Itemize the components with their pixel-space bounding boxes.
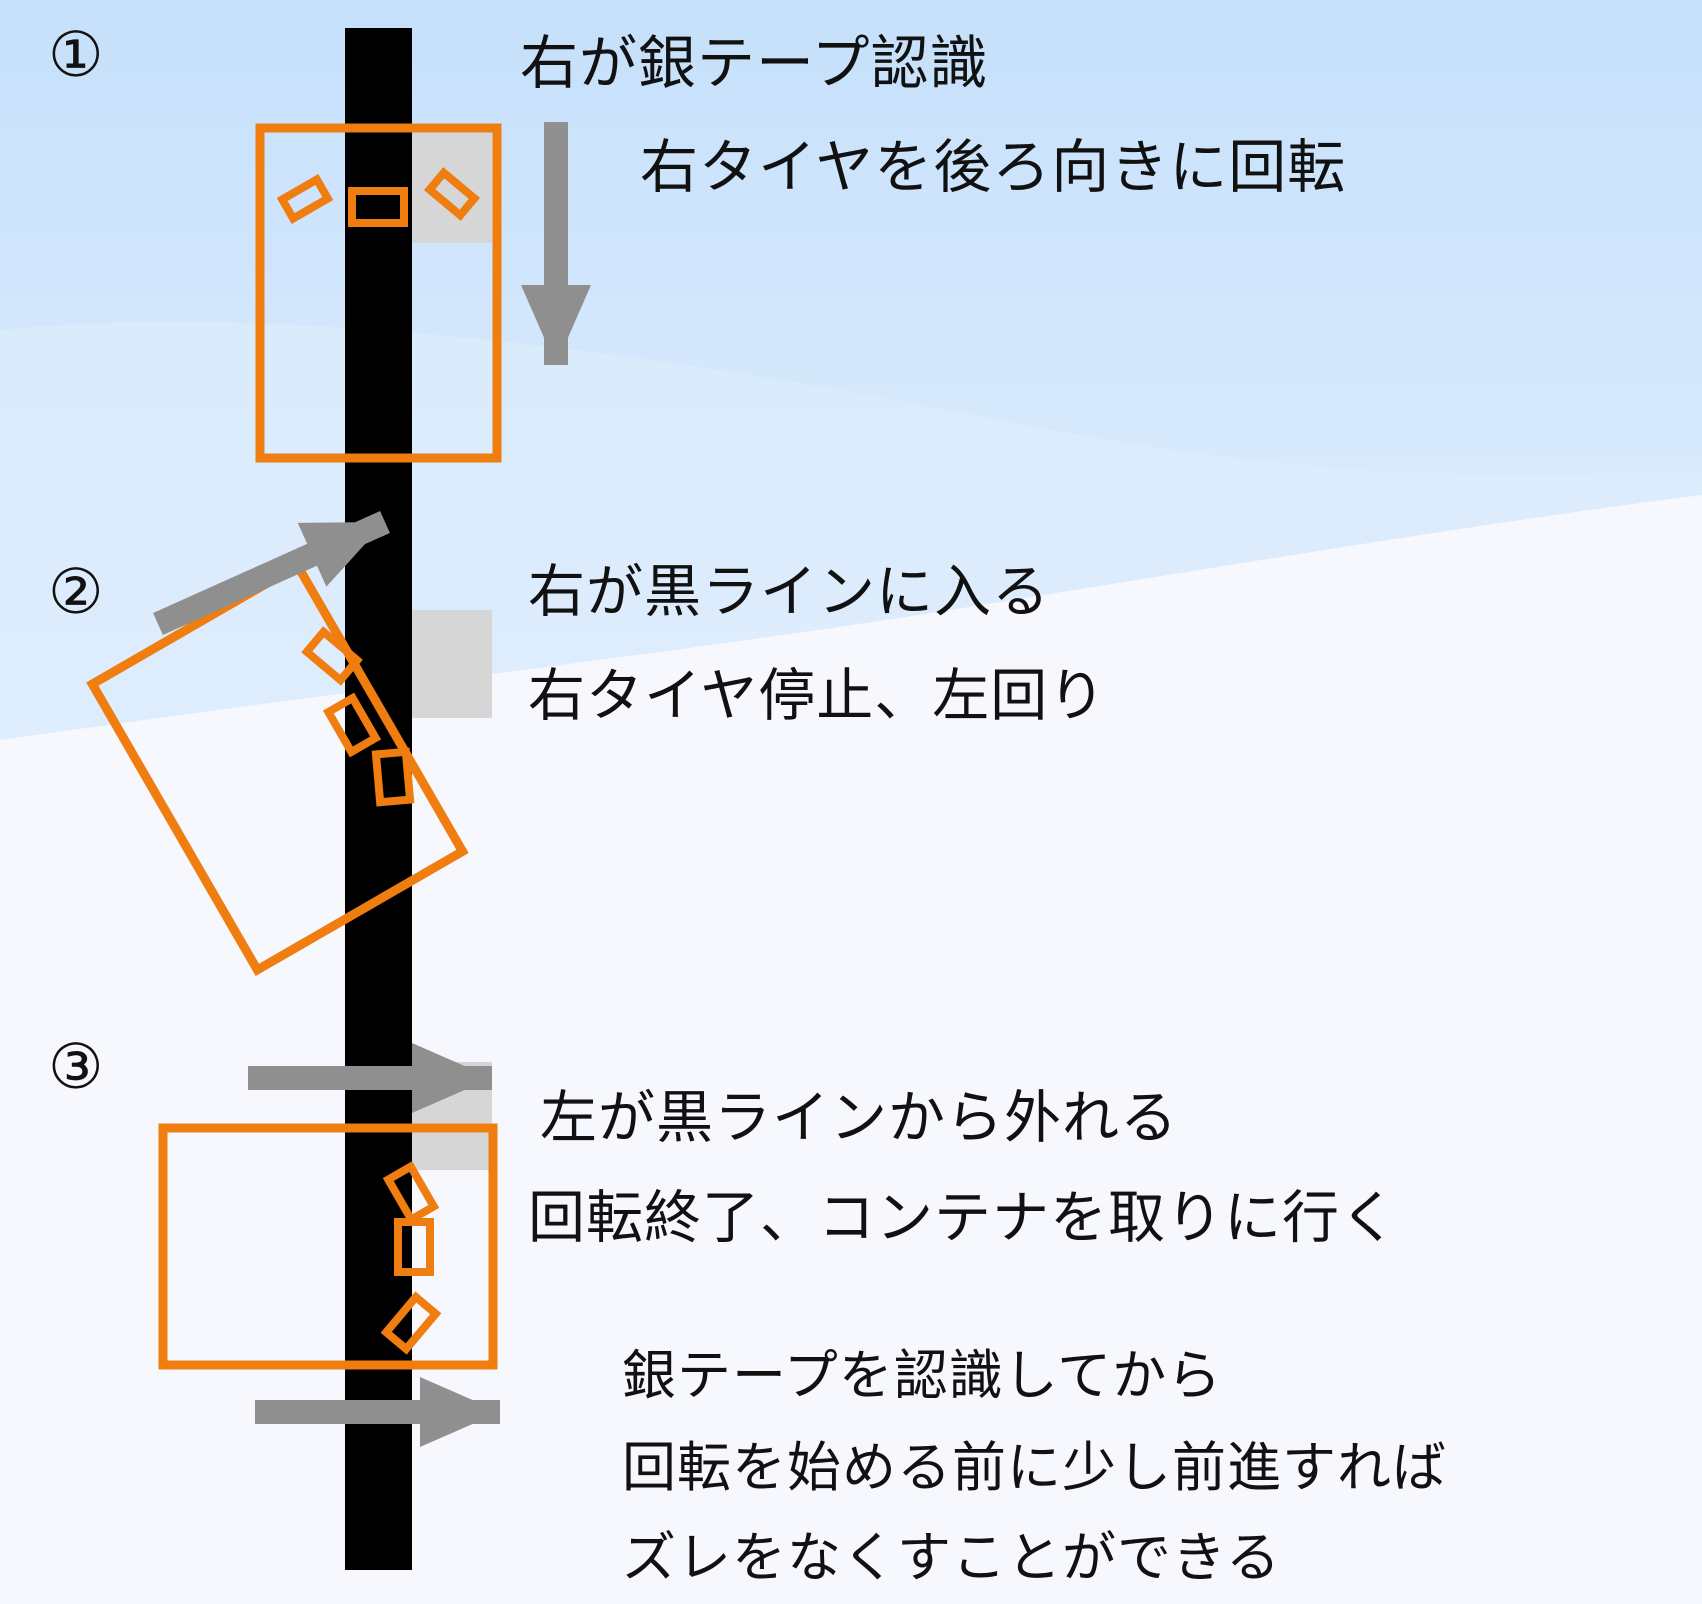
- step-3-line-1: 左が黒ラインから外れる: [540, 1085, 1178, 1151]
- sensor-right: [423, 167, 481, 221]
- step-3-number: ③: [48, 1030, 105, 1103]
- note-line-2: 回転を始める前に少し前進すれば: [622, 1436, 1447, 1499]
- step-1-line-1: 右が銀テープ認識: [520, 29, 989, 97]
- sensor-2b: [322, 692, 382, 758]
- step-1-line-2: 右タイヤを後ろ向きに回転: [640, 133, 1347, 201]
- robot-step-2: [86, 559, 469, 977]
- step-2-line-2: 右タイヤ停止、左回り: [528, 663, 1107, 729]
- arrow-diagonal: [153, 511, 390, 635]
- robot-step-1: [255, 123, 502, 463]
- sensor-3a: [382, 1161, 440, 1225]
- note-line-3: ズレをなくすことができる: [622, 1526, 1281, 1589]
- step-2-number: ②: [48, 555, 105, 628]
- step-2-line-1: 右が黒ラインに入る: [528, 559, 1050, 625]
- silver-tape-1: [412, 128, 492, 243]
- sensor-3b: [394, 1218, 434, 1276]
- step-3-line-2: 回転終了、コンテナを取りに行く: [528, 1185, 1398, 1251]
- sensor-3c: [380, 1291, 442, 1355]
- step-1-number: ①: [48, 18, 105, 91]
- note-line-1: 銀テープを認識してから: [622, 1344, 1223, 1407]
- sensor-2c: [371, 747, 415, 807]
- sensor-left: [276, 174, 334, 224]
- sensor-2a: [301, 626, 363, 686]
- sensor-center: [348, 187, 408, 227]
- silver-tape-2: [412, 610, 492, 718]
- robot-step-3: [158, 1123, 498, 1370]
